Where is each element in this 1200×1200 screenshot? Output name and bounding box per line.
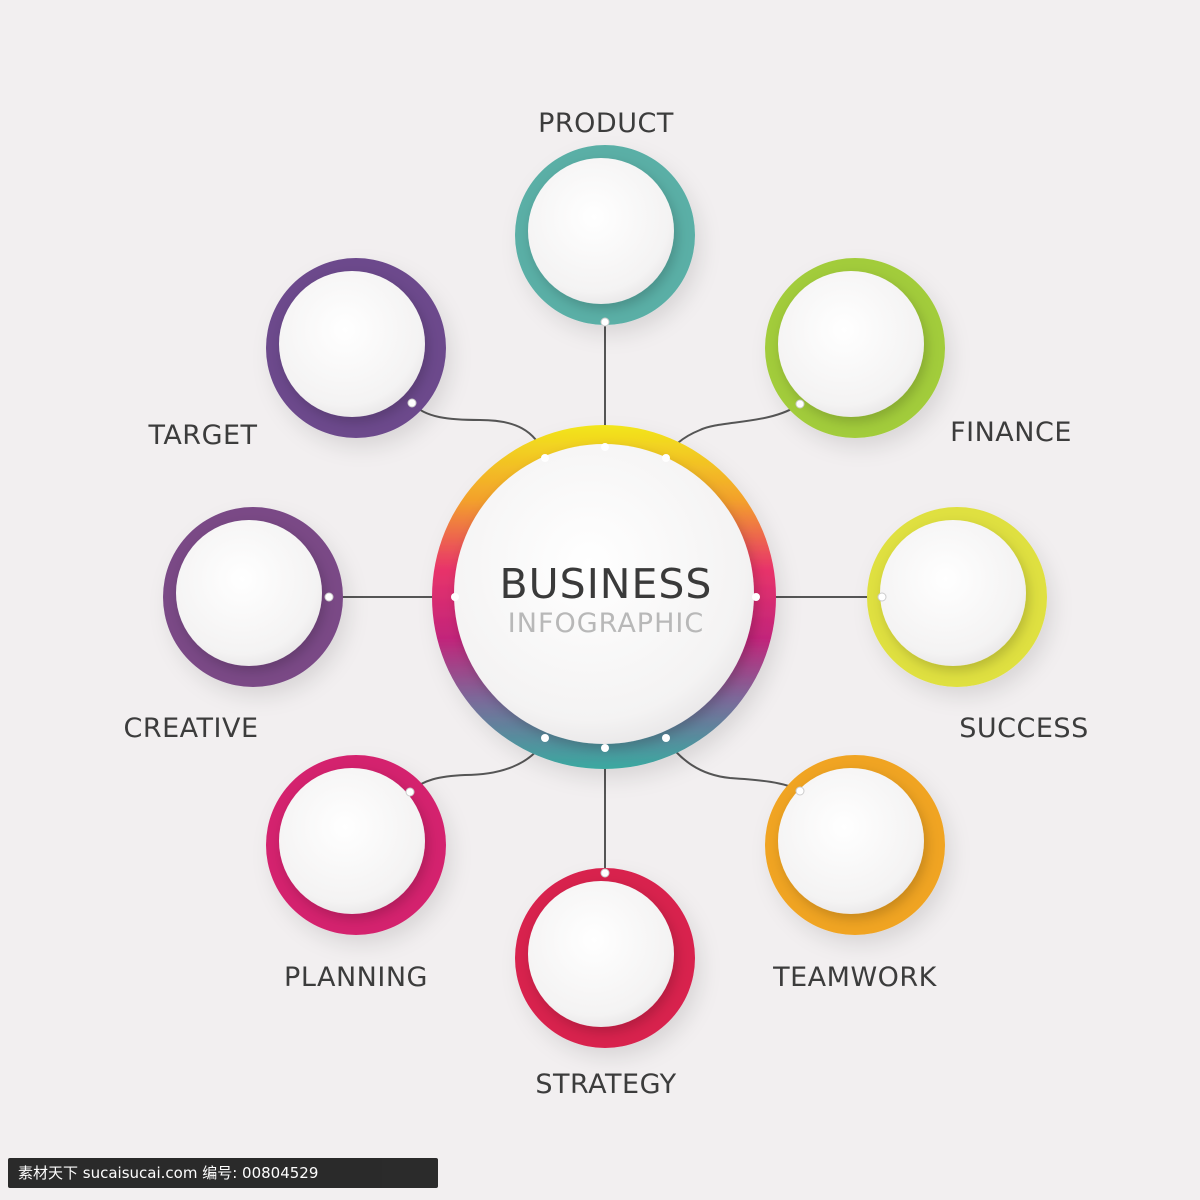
node-connector-dot xyxy=(407,398,417,408)
node-connector-dot xyxy=(405,787,415,797)
connector-target xyxy=(411,402,546,457)
node-connector-dot xyxy=(600,317,610,327)
hub-connector-dot xyxy=(662,734,670,742)
node-connector-dot xyxy=(877,592,887,602)
node-labels: PRODUCT FINANCE SUCCESS TEAMWORK STRATEG… xyxy=(123,108,1088,1100)
node-planning xyxy=(266,755,446,935)
node-group xyxy=(163,145,1047,1048)
node-disc xyxy=(778,768,924,914)
hub-title: BUSINESS xyxy=(500,560,713,608)
hub-connector-dot xyxy=(601,744,609,752)
label-planning: PLANNING xyxy=(284,962,428,993)
node-creative xyxy=(163,507,343,687)
node-product xyxy=(515,145,695,327)
hub-connector-dot xyxy=(451,593,459,601)
node-disc xyxy=(279,271,425,417)
node-disc xyxy=(176,520,322,666)
node-disc xyxy=(528,881,674,1027)
label-finance: FINANCE xyxy=(950,417,1072,448)
node-connector-dot xyxy=(795,399,805,409)
hub-disc xyxy=(454,444,754,744)
label-target: TARGET xyxy=(147,420,257,451)
watermark-text: 素材天下 sucaisucai.com 编号: 00804529 xyxy=(18,1164,319,1182)
hub-connector-dot xyxy=(662,454,670,462)
label-success: SUCCESS xyxy=(959,713,1088,744)
hub: BUSINESS INFOGRAPHIC xyxy=(432,425,776,769)
label-creative: CREATIVE xyxy=(123,713,258,744)
label-product: PRODUCT xyxy=(538,108,674,139)
connector-planning xyxy=(409,739,546,793)
node-teamwork xyxy=(765,755,945,935)
node-strategy xyxy=(515,868,695,1048)
label-teamwork: TEAMWORK xyxy=(772,962,938,993)
node-disc xyxy=(880,520,1026,666)
hub-connector-dot xyxy=(541,734,549,742)
node-disc xyxy=(528,158,674,304)
hub-connector-dot xyxy=(752,593,760,601)
node-connector-dot xyxy=(795,786,805,796)
node-target xyxy=(266,258,446,438)
node-connector-dot xyxy=(324,592,334,602)
connector-teamwork xyxy=(664,737,801,792)
node-disc xyxy=(778,271,924,417)
node-success xyxy=(867,507,1047,687)
hub-connector-dot xyxy=(541,454,549,462)
watermark-banner: 素材天下 sucaisucai.com 编号: 00804529 xyxy=(8,1158,438,1188)
hub-connector-dot xyxy=(601,443,609,451)
hub-subtitle: INFOGRAPHIC xyxy=(508,608,704,639)
label-strategy: STRATEGY xyxy=(535,1069,676,1100)
node-disc xyxy=(279,768,425,914)
node-finance xyxy=(765,258,945,438)
node-connector-dot xyxy=(600,868,610,878)
